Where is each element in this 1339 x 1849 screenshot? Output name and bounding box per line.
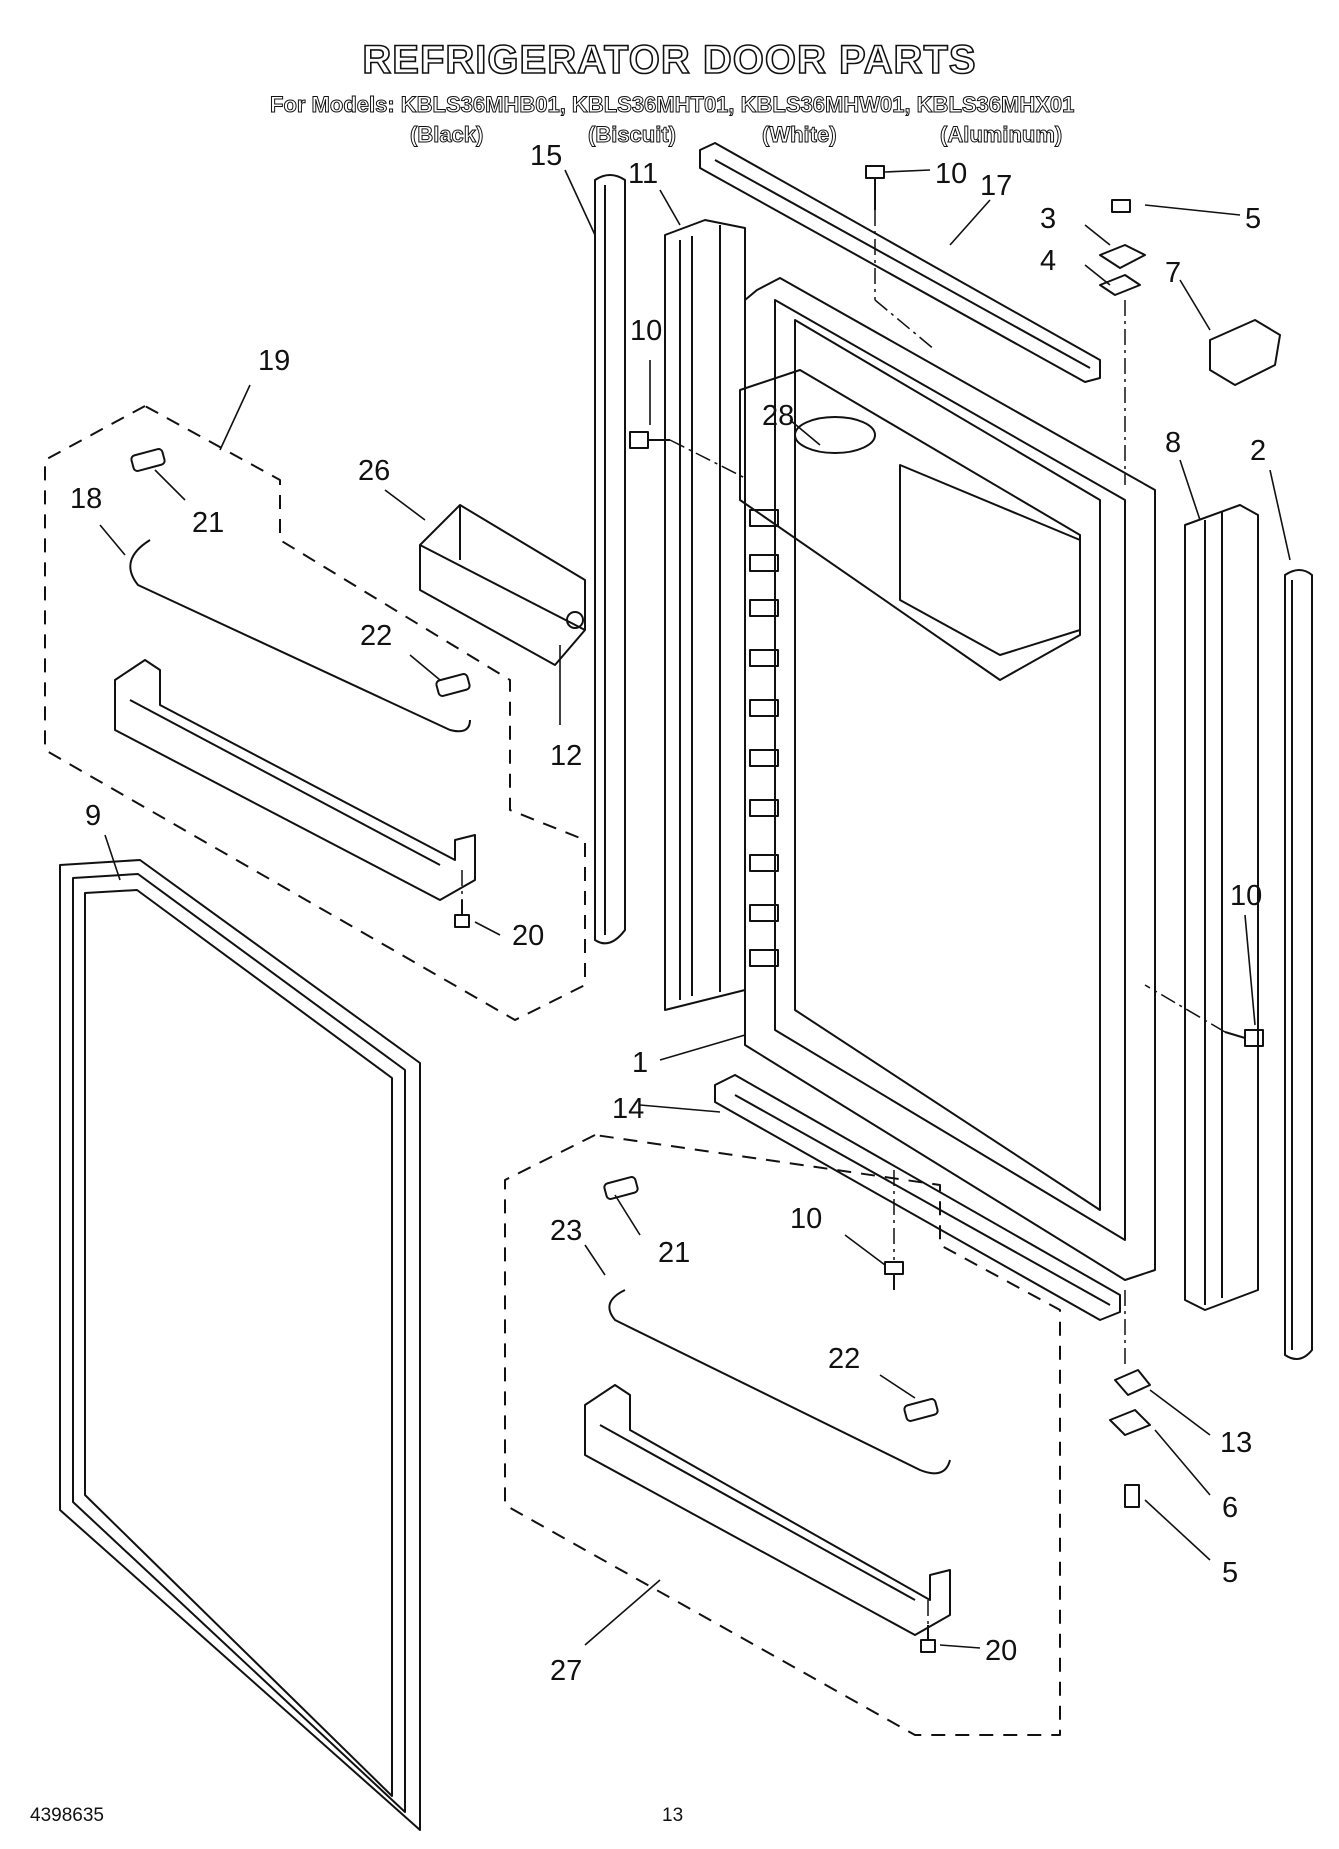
document-number: 4398635	[30, 1805, 104, 1826]
callout-5-bottom: 5	[1222, 1557, 1238, 1589]
dairy-door-26	[419, 504, 586, 666]
callout-13: 13	[1220, 1427, 1252, 1459]
group-19-dashed-outline	[44, 405, 586, 1021]
finish-label-white: (White)	[762, 122, 838, 148]
group-27-dashed-outline	[504, 1134, 1061, 1736]
callout-labels: 15 11 10 17 3 5 4 7 19 10 28 26 18 21 8 …	[70, 140, 1266, 1687]
clip-21-lower	[603, 1176, 639, 1200]
screw-20-lower	[920, 1625, 936, 1653]
top-trim-17	[699, 142, 1101, 383]
callout-19: 19	[258, 345, 290, 377]
callout-15: 15	[530, 140, 562, 172]
callout-5-top: 5	[1245, 203, 1261, 235]
shelf-bar-23	[608, 1289, 951, 1475]
hinge-parts-bottom	[1109, 1369, 1151, 1508]
finish-label-black: (Black)	[409, 122, 484, 148]
upper-door-bin	[114, 659, 476, 901]
callout-3: 3	[1040, 203, 1056, 235]
callout-23: 23	[550, 1215, 582, 1247]
callout-2: 2	[1250, 435, 1266, 467]
callout-26: 26	[358, 455, 390, 487]
callout-4: 4	[1040, 245, 1056, 277]
callout-20-lower: 20	[985, 1635, 1017, 1667]
callout-10-left: 10	[630, 315, 662, 347]
left-rail-11	[664, 219, 746, 1011]
door-liner-1	[739, 277, 1156, 1281]
page-number: 13	[662, 1805, 684, 1826]
callout-18: 18	[70, 483, 102, 515]
callout-20-upper: 20	[512, 920, 544, 952]
alignment-lines	[461, 210, 1226, 1625]
callout-22-lower: 22	[828, 1343, 860, 1375]
callout-21-lower: 21	[658, 1237, 690, 1269]
liner-shelf-tabs	[749, 509, 779, 967]
screw-10-bottom	[884, 1261, 904, 1290]
door-gasket-part	[59, 859, 421, 1831]
screw-10-left	[629, 431, 670, 449]
bottom-trim-14	[714, 1074, 1121, 1321]
models-line: For Models: KBLS36MHB01, KBLS36MHT01, KB…	[269, 92, 1075, 118]
right-rail-2	[1284, 569, 1313, 1360]
callout-10-bottom: 10	[790, 1203, 822, 1235]
screw-10-top	[865, 165, 885, 210]
callout-28: 28	[762, 400, 794, 432]
callout-1: 1	[632, 1047, 648, 1079]
callout-21-upper: 21	[192, 507, 224, 539]
callout-10-top: 10	[935, 158, 967, 190]
lower-door-bin	[584, 1384, 951, 1636]
finish-label-aluminum: (Aluminum)	[939, 122, 1063, 148]
callout-12: 12	[550, 740, 582, 772]
callout-9: 9	[85, 800, 101, 832]
callout-22-upper: 22	[360, 620, 392, 652]
clip-22-upper	[435, 673, 471, 697]
screw-20-upper	[454, 900, 470, 928]
leader-lines	[99, 169, 1291, 1649]
clip-22-lower	[903, 1398, 939, 1422]
callout-8: 8	[1165, 427, 1181, 459]
screw-10-right	[1224, 1029, 1264, 1047]
callout-27: 27	[550, 1655, 582, 1687]
finish-label-biscuit: (Biscuit)	[588, 122, 677, 148]
callout-11: 11	[628, 158, 658, 190]
callout-14: 14	[612, 1093, 644, 1125]
clip-21-upper	[130, 448, 166, 472]
callout-10-right: 10	[1230, 880, 1262, 912]
diagram-title: REFRIGERATOR DOOR PARTS	[362, 37, 977, 83]
callout-17: 17	[980, 170, 1012, 202]
left-rail-15	[594, 174, 626, 945]
right-rail-8	[1184, 504, 1259, 1311]
shelf-bar-18	[129, 539, 471, 733]
callout-7: 7	[1165, 257, 1181, 289]
callout-6: 6	[1222, 1492, 1238, 1524]
hinge-parts-top	[1099, 199, 1281, 386]
